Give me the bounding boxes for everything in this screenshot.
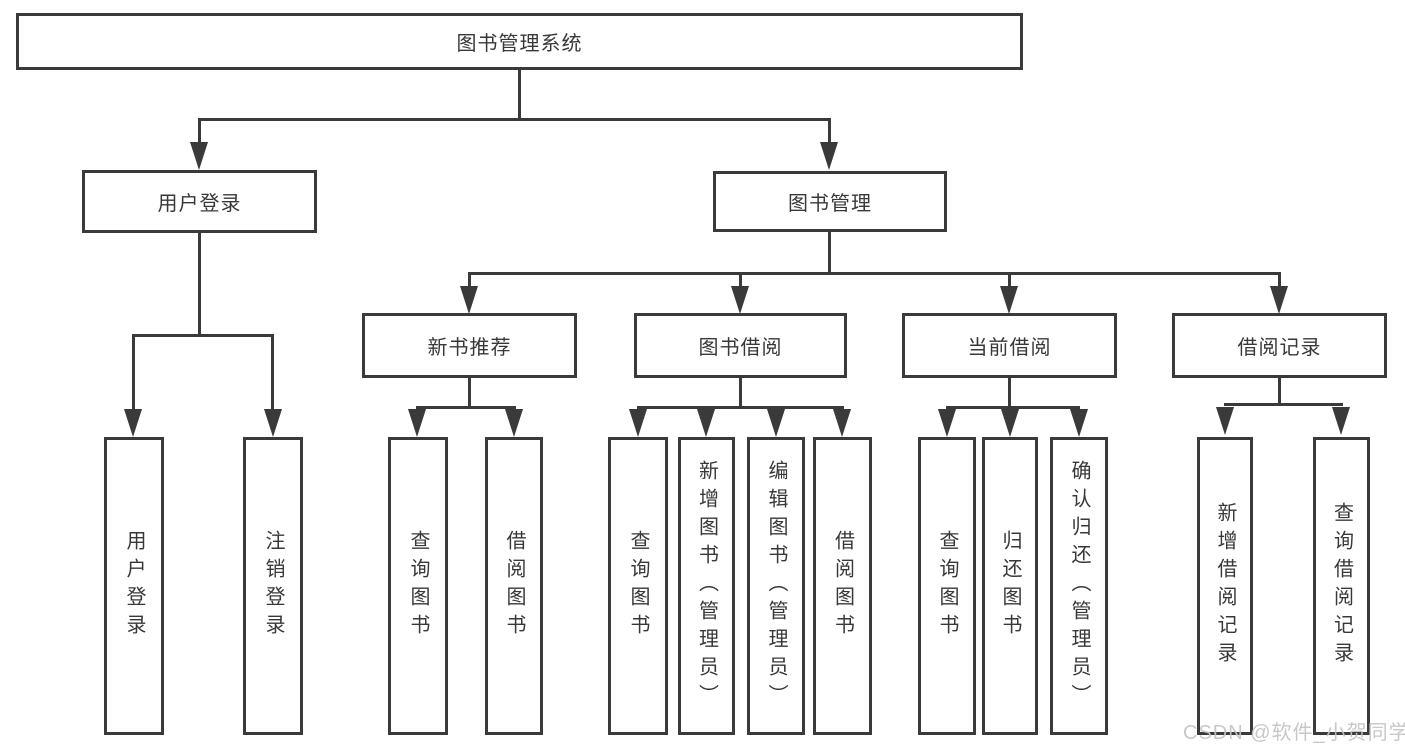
csdn-watermark: CSDN @软件_小贺同学 — [1183, 722, 1405, 744]
arrow-to-bb-borrow — [833, 409, 851, 437]
leaf-nbr-borrow-books-label: 借阅图书 — [503, 530, 525, 642]
connector-currentborrow-down — [1008, 378, 1011, 409]
leaf-logout-label: 注销登录 — [262, 530, 284, 642]
leaf-br-add-record-label: 新增借阅记录 — [1214, 502, 1236, 670]
connector-newbook-hbar — [416, 406, 516, 409]
connector-borrowrecords-down — [1278, 378, 1281, 406]
connector-newbook-stem — [468, 272, 471, 290]
connector-root-hbar — [198, 118, 831, 121]
arrow-to-nbr-search — [408, 409, 426, 437]
arrow-to-leaf-logout — [264, 409, 282, 437]
node-book-borrowing-label: 图书借阅 — [698, 337, 783, 359]
leaf-nbr-borrow-books: 借阅图书 — [485, 437, 543, 735]
leaf-nbr-search-books-label: 查询图书 — [407, 530, 429, 642]
node-root-library-system: 图书管理系统 — [16, 13, 1023, 70]
connector-bookborrow-stem — [739, 272, 742, 290]
leaf-cb-confirm-return-admin: 确认归还（管理员） — [1050, 437, 1108, 735]
connector-bookmgmt-stem — [828, 118, 831, 146]
leaf-br-search-record-label: 查询借阅记录 — [1330, 502, 1353, 670]
leaf-bb-edit-books-admin: 编辑图书（管理员） — [747, 437, 805, 735]
arrow-to-bb-search — [629, 409, 647, 437]
node-current-borrowing-label: 当前借阅 — [967, 337, 1052, 359]
node-book-management-label: 图书管理 — [788, 193, 872, 215]
node-user-login: 用户登录 — [82, 170, 317, 233]
leaf-logout: 注销登录 — [243, 437, 303, 735]
leaf-user-login-label: 用户登录 — [123, 530, 145, 642]
connector-userlogin-down — [198, 233, 201, 337]
connector-currentborrow-stem — [1008, 272, 1011, 290]
node-user-login-label: 用户登录 — [157, 193, 242, 215]
arrow-to-cb-confirm — [1070, 409, 1088, 437]
leaf-bb-add-books-admin: 新增图书（管理员） — [678, 437, 735, 735]
connector-bookmgmt-down — [828, 232, 831, 275]
leaf-cb-search-books: 查询图书 — [918, 437, 976, 735]
node-current-borrowing: 当前借阅 — [902, 313, 1117, 378]
node-book-borrowing: 图书借阅 — [634, 313, 847, 378]
arrow-to-cb-return — [1001, 409, 1019, 437]
arrow-to-leaf-login — [124, 409, 142, 437]
connector-root-stem — [518, 70, 521, 120]
arrow-to-user-login — [190, 142, 208, 170]
node-borrowing-records: 借阅记录 — [1172, 313, 1387, 378]
leaf-nbr-search-books: 查询图书 — [388, 437, 448, 735]
connector-borrowrecords-hbar — [1224, 403, 1343, 406]
leaf-br-add-record: 新增借阅记录 — [1197, 437, 1253, 735]
leaf-br-search-record: 查询借阅记录 — [1313, 437, 1370, 735]
connector-userlogin-hbar — [132, 334, 274, 337]
arrow-to-bb-add — [697, 409, 715, 437]
connector-bookborrow-hbar — [637, 406, 844, 409]
leaf-bb-borrow-books-label: 借阅图书 — [831, 530, 854, 642]
connector-bookmgmt-hbar — [468, 272, 1280, 275]
leaf-bb-search-books-label: 查询图书 — [627, 530, 649, 642]
connector-newbook-down — [468, 378, 471, 409]
arrow-to-new-book-rec — [460, 286, 478, 314]
arrow-to-nbr-borrow — [505, 409, 523, 437]
leaf-bb-add-books-admin-label: 新增图书（管理员） — [695, 460, 718, 712]
arrow-to-current-borrowing — [1000, 286, 1018, 314]
connector-bookborrow-down — [739, 378, 742, 409]
arrow-to-book-management — [820, 142, 838, 170]
leaf-bb-edit-books-admin-label: 编辑图书（管理员） — [765, 460, 787, 712]
connector-currentborrow-hbar — [946, 406, 1080, 409]
arrow-to-bb-edit — [767, 409, 785, 437]
leaf-cb-confirm-return-admin-label: 确认归还（管理员） — [1068, 460, 1090, 712]
node-borrowing-records-label: 借阅记录 — [1237, 337, 1322, 359]
arrow-to-cb-search — [938, 409, 956, 437]
arrow-to-book-borrowing — [731, 286, 749, 314]
leaf-cb-return-books: 归还图书 — [982, 437, 1038, 735]
leaf-cb-return-books-label: 归还图书 — [999, 530, 1021, 642]
arrow-to-br-search — [1332, 407, 1350, 435]
leaf-bb-borrow-books: 借阅图书 — [813, 437, 872, 735]
node-book-management: 图书管理 — [713, 171, 947, 232]
leaf-user-login: 用户登录 — [104, 437, 164, 735]
arrow-to-br-add — [1216, 407, 1234, 435]
connector-leaf-logout-stem — [271, 334, 274, 412]
node-new-book-rec: 新书推荐 — [362, 313, 577, 378]
leaf-bb-search-books: 查询图书 — [608, 437, 668, 735]
node-new-book-rec-label: 新书推荐 — [427, 337, 512, 359]
connector-borrowrecords-stem — [1278, 272, 1281, 290]
connector-leaf-login-stem — [132, 334, 135, 412]
arrow-to-borrowing-records — [1270, 286, 1288, 314]
node-root-label: 图书管理系统 — [456, 33, 583, 55]
connector-userlogin-stem — [198, 118, 201, 146]
leaf-cb-search-books-label: 查询图书 — [936, 530, 958, 642]
